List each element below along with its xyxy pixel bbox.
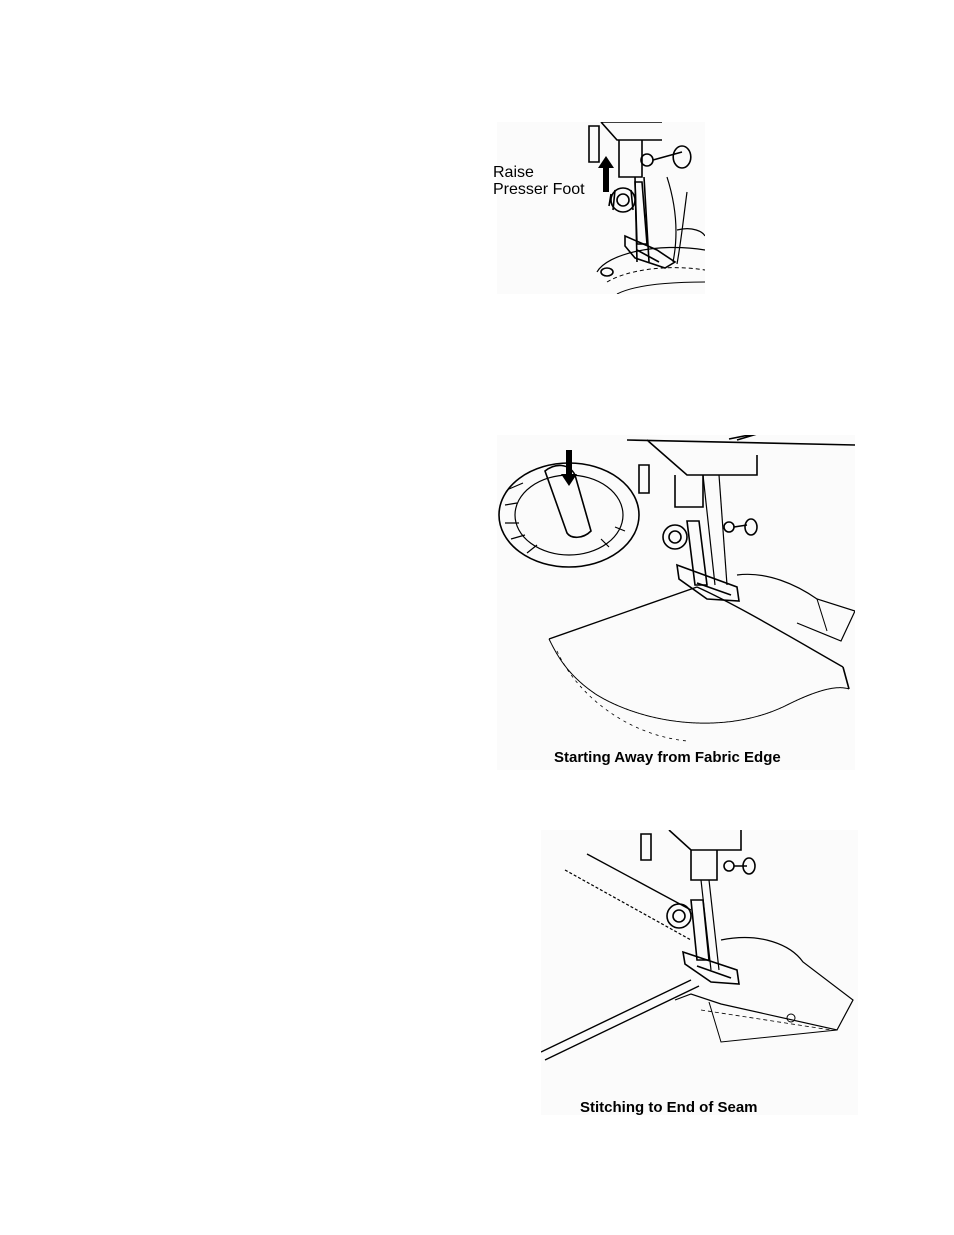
figure-caption-starting-away: Starting Away from Fabric Edge — [554, 749, 781, 766]
raise-presser-foot-illustration — [497, 122, 705, 294]
stitching-end-of-seam-illustration — [541, 830, 858, 1115]
down-arrow-icon — [561, 450, 577, 486]
starting-away-illustration — [497, 435, 855, 770]
raise-presser-foot-label: Raise Presser Foot — [493, 164, 585, 198]
figure-caption-stitching-end: Stitching to End of Seam — [580, 1099, 758, 1116]
label-line-presser-foot: Presser Foot — [493, 181, 585, 198]
label-line-raise: Raise — [493, 164, 585, 181]
up-arrow-icon — [598, 156, 614, 192]
